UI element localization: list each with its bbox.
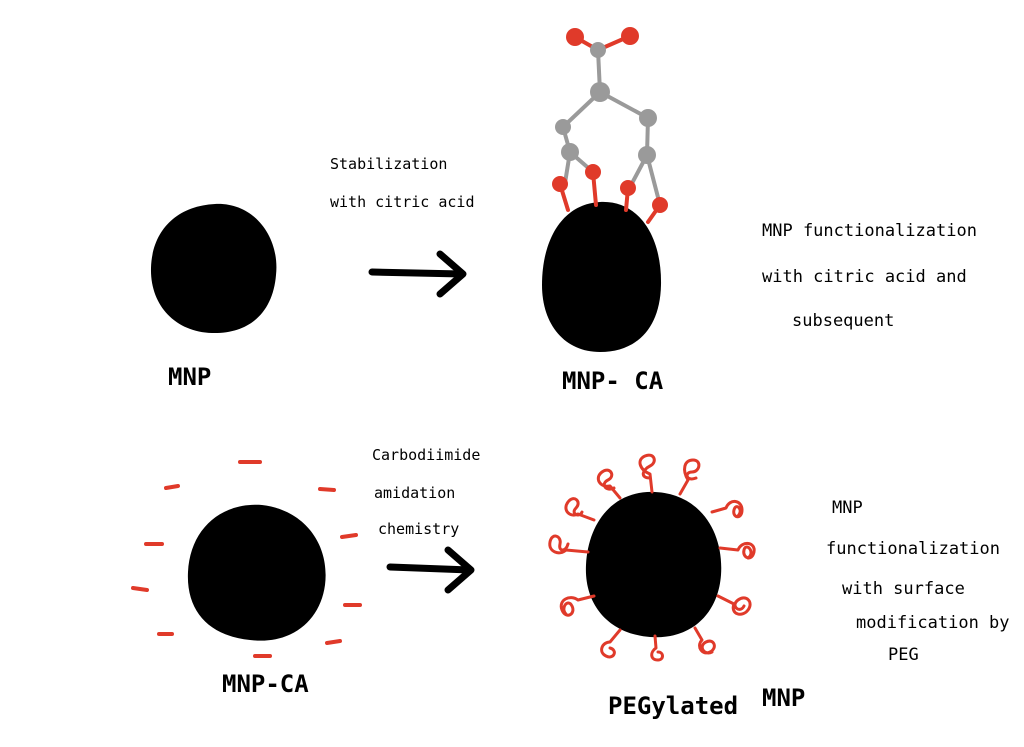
caption-top-line1: MNP functionalization [762,221,977,241]
mnp-ca-bottom-label: MNP-CA [222,670,309,698]
arrow-bottom-label-line3: chemistry [378,520,459,538]
peg-chains [548,453,756,662]
reaction-arrow-top [368,250,467,298]
caption-bottom-line1: MNP [832,498,863,518]
caption-bottom-line4: modification by [856,613,1010,633]
pegylated-mnp-label: MNP [762,684,805,712]
caption-top-line3: subsequent [792,311,894,331]
arrow-bottom-label-line1: Carbodiimide [372,446,480,464]
caption-bottom-line3: with surface [842,579,965,599]
citric-acid-molecule [552,27,668,224]
reaction-arrow-bottom [386,546,475,594]
arrow-top-label-line1: Stabilization [330,155,447,173]
arrow-top-label-line2: with citric acid [330,193,475,211]
caption-top-line2: with citric acid and [762,267,967,287]
mnp-ca-label: MNP- CA [562,367,664,395]
carboxyl-dashes [131,460,362,658]
caption-bottom-line2: functionalization [826,539,1000,559]
arrow-bottom-label-line2: amidation [374,484,455,502]
pegylated-label: PEGylated [608,692,738,720]
mnp-label: MNP [168,363,211,391]
pegylated-mnp-particle [585,491,722,638]
mnp-particle [150,203,277,334]
caption-bottom-line5: PEG [888,645,919,665]
mnp-ca-particle-bottom [187,504,326,641]
mnp-ca-particle [542,201,662,352]
